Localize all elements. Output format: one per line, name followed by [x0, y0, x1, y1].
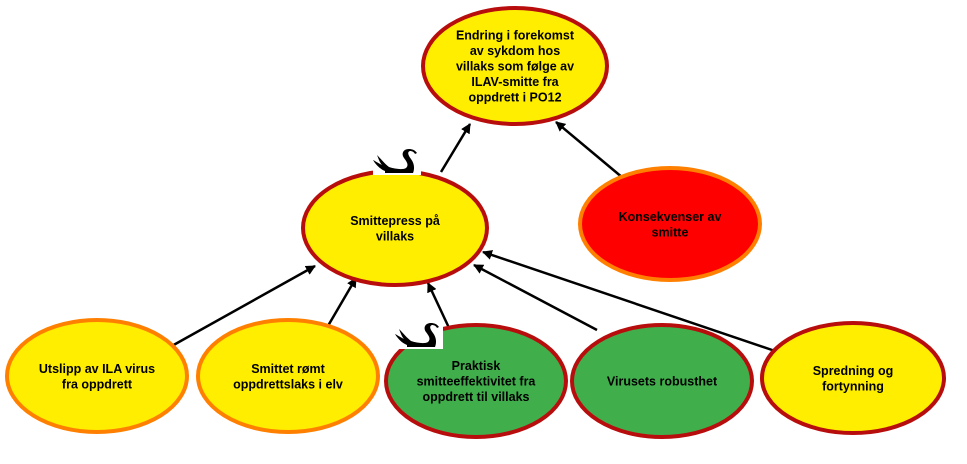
node-ellipse — [578, 166, 762, 282]
node-label-line: oppdrett til villaks — [423, 390, 530, 404]
node-ellipse — [5, 318, 189, 434]
arrow-utslipp-to-smittepress — [169, 264, 316, 349]
node-label-line: oppdrett i PO12 — [468, 91, 561, 105]
node-label-line: Konsekvenser av — [619, 210, 722, 224]
node-label-line: Smittepress på — [350, 214, 440, 228]
node-label-line: oppdrettslaks i elv — [233, 377, 343, 391]
node-ellipse — [301, 169, 489, 287]
arrow-spredning-to-smittepress — [482, 250, 779, 354]
node-label-line: villaks som følge av — [456, 60, 574, 74]
node-label-line: fortynning — [822, 379, 884, 393]
node-label-line: smitte — [652, 225, 689, 239]
node-label-line: Utslipp av ILA virus — [39, 362, 155, 376]
node-label-line: Endring i forekomst — [456, 29, 575, 43]
node-ellipse — [570, 323, 754, 439]
node-label-line: Smittet rømt — [251, 362, 325, 376]
node-ellipse — [384, 323, 568, 439]
node-label-line: av sykdom hos — [470, 44, 560, 58]
node-label-line: Praktisk — [452, 359, 501, 373]
edges-layer — [169, 121, 779, 354]
arrow-robusthet-to-smittepress — [473, 263, 598, 332]
node-ellipse — [760, 321, 946, 435]
arrow-konsekvenser-to-outcome — [555, 121, 624, 179]
black-swan-icon — [395, 321, 443, 349]
node-label-line: villaks — [376, 229, 414, 243]
arrow-smittepress-to-outcome — [439, 123, 472, 173]
node-label-line: Spredning og — [813, 364, 894, 378]
node-label-line: smitteeffektivitet fra — [417, 375, 537, 389]
arrow-praktisk-to-smittepress — [426, 282, 452, 331]
node-ellipse — [421, 6, 609, 126]
arrow-romt-to-smittepress — [323, 277, 358, 332]
node-ellipse — [196, 318, 380, 434]
node-label-line: ILAV-smitte fra — [471, 75, 559, 89]
node-robusthet[interactable]: Virusets robusthet — [570, 323, 754, 439]
node-label-line: fra oppdrett — [62, 377, 133, 391]
node-label-line: Virusets robusthet — [607, 375, 718, 389]
black-swan-icon — [373, 147, 421, 175]
